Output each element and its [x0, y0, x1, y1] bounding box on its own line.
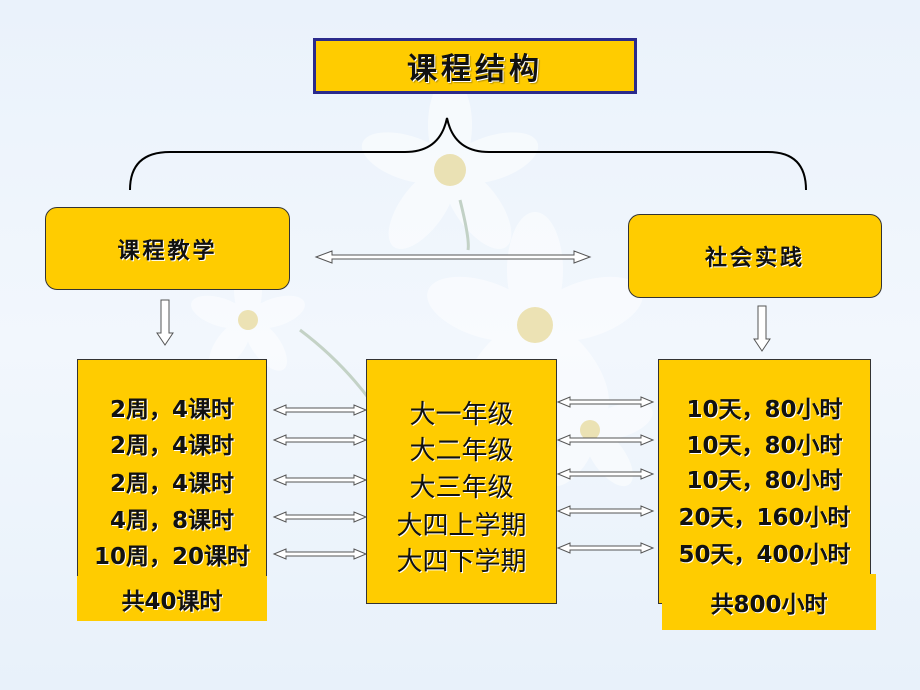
practice-item: 10天，80小时 — [686, 468, 843, 494]
page-title: 课程结构 — [313, 38, 637, 94]
social-practice-box: 社会实践 — [628, 214, 882, 298]
teaching-total: 共40课时 — [77, 576, 267, 621]
double-arrow-top — [314, 250, 592, 264]
row-arrows-right — [556, 396, 655, 554]
practice-item: 10天，80小时 — [686, 433, 843, 459]
grade-item: 大四上学期 — [396, 511, 527, 541]
practice-item: 20天，160小时 — [678, 505, 851, 531]
grade-item: 大二年级 — [409, 436, 514, 466]
down-arrow-left — [156, 299, 174, 346]
teaching-item: 2周，4课时 — [109, 397, 234, 423]
practice-item: 50天，400小时 — [678, 542, 851, 568]
down-arrow-right — [753, 305, 771, 352]
teaching-item: 2周，4课时 — [109, 471, 234, 497]
practice-total: 共800小时 — [662, 574, 876, 630]
practice-hours-column: 10天，80小时 10天，80小时 10天，80小时 20天，160小时 50天… — [658, 359, 871, 604]
grade-item: 大三年级 — [409, 473, 514, 503]
grade-column: 大一年级 大二年级 大三年级 大四上学期 大四下学期 — [366, 359, 557, 604]
grade-item: 大一年级 — [409, 400, 514, 430]
teaching-hours-column: 2周，4课时 2周，4课时 2周，4课时 4周，8课时 10周，20课时 — [77, 359, 267, 601]
course-teaching-box: 课程教学 — [45, 207, 290, 290]
practice-item: 10天，80小时 — [686, 397, 843, 423]
brace-connector — [129, 117, 807, 191]
row-arrows-left — [272, 404, 368, 560]
grade-item: 大四下学期 — [396, 547, 527, 577]
teaching-item: 2周，4课时 — [109, 433, 234, 459]
teaching-item: 4周，8课时 — [109, 508, 234, 534]
teaching-item: 10周，20课时 — [93, 544, 250, 570]
